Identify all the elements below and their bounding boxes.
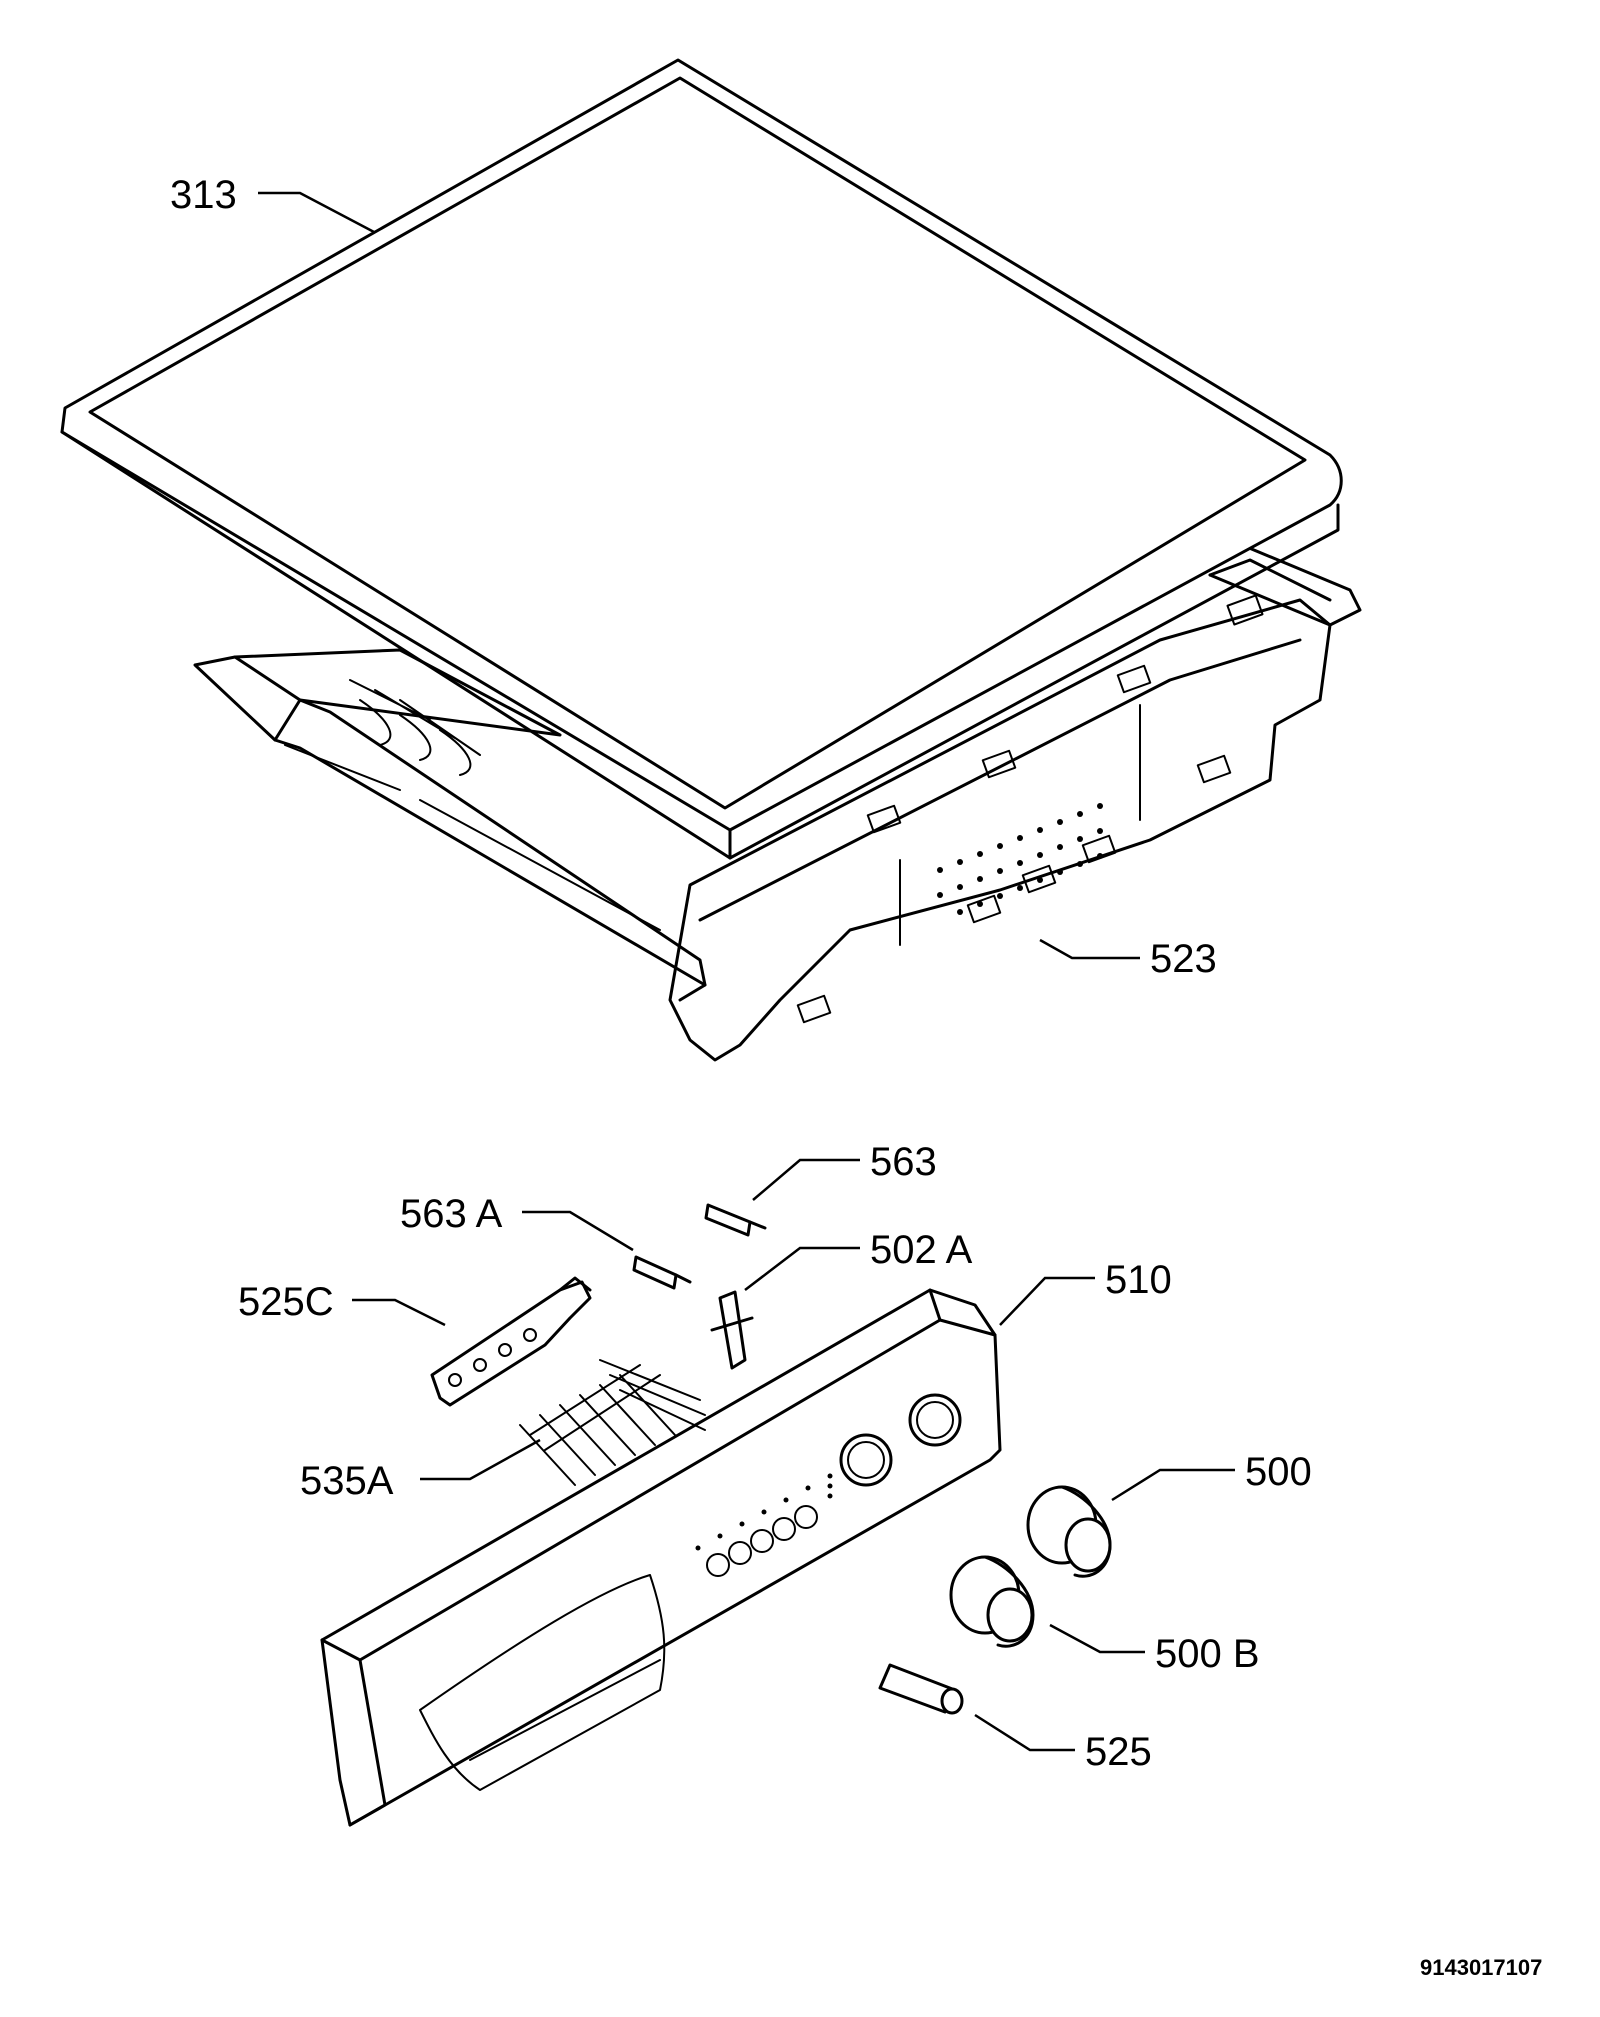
part-500-knob [1026, 1485, 1112, 1578]
part-500b-knob [949, 1555, 1035, 1648]
drawing-code: 9143017107 [1420, 1955, 1542, 1980]
part-313-worktop [60, 58, 1343, 860]
label-563: 563 [870, 1140, 937, 1184]
label-525c: 525C [238, 1280, 334, 1324]
label-525: 525 [1085, 1730, 1152, 1774]
part-523-top-frame [193, 538, 1362, 1062]
part-502a-clip [710, 1290, 754, 1370]
label-502a: 502 A [870, 1228, 973, 1272]
label-535a: 535A [300, 1459, 394, 1503]
label-510: 510 [1105, 1258, 1172, 1302]
label-563a: 563 A [400, 1192, 503, 1236]
part-535a-light-pipes [519, 1359, 706, 1486]
part-510-control-panel [320, 1288, 1002, 1827]
part-labels: 313 523 563 563 A 502 A 510 525C 535A 50… [170, 173, 1542, 1980]
label-500: 500 [1245, 1450, 1312, 1494]
label-523: 523 [1150, 937, 1217, 981]
vent-holes [937, 803, 1103, 915]
part-563-pin [704, 1203, 767, 1237]
label-500b: 500 B [1155, 1632, 1260, 1676]
label-313: 313 [170, 173, 237, 217]
leader-lines [258, 191, 1235, 1752]
part-525-push-rod [878, 1663, 964, 1715]
part-563a-pin [632, 1255, 692, 1290]
part-525c-bracket [430, 1276, 592, 1407]
